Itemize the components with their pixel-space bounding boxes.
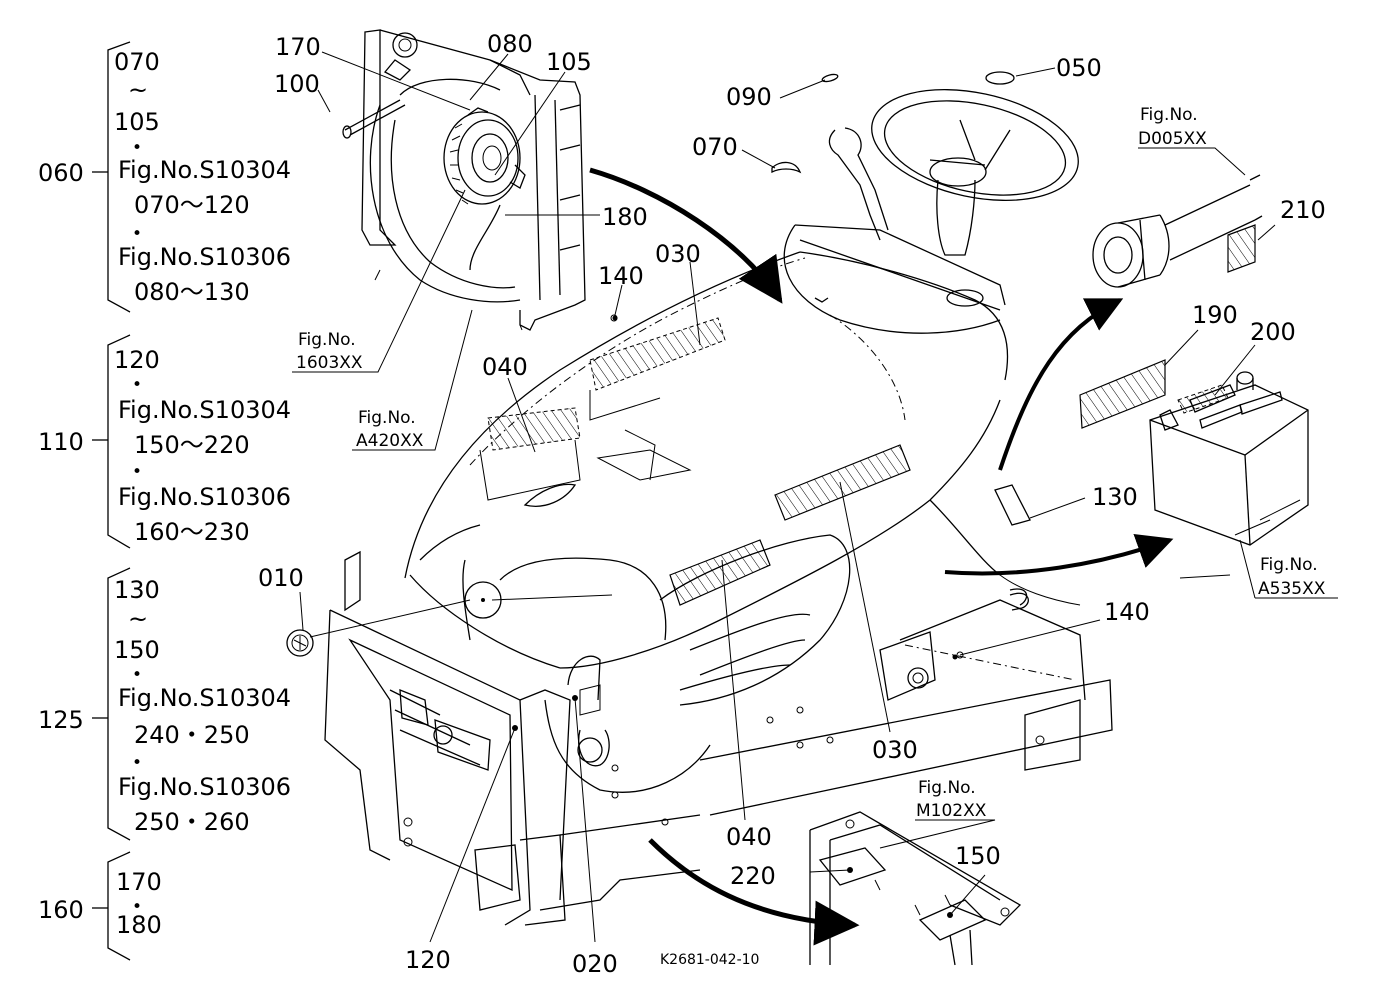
fig-ref-number: A535XX <box>1258 579 1326 599</box>
group-ref: 110 <box>38 428 84 456</box>
callout-105: 105 <box>546 48 592 76</box>
group-ref: 125 <box>38 706 84 734</box>
group-line: • <box>132 138 142 158</box>
part-050-drawing <box>985 71 1015 85</box>
callout-040: 040 <box>482 353 528 381</box>
group-line: 130 <box>114 576 160 604</box>
group-line: 120 <box>114 346 160 374</box>
callout-050: 050 <box>1056 54 1102 82</box>
group-line: Fig.No.S10306 <box>118 483 291 511</box>
callout-140b: 140 <box>1104 598 1150 626</box>
callout-220: 220 <box>730 862 776 890</box>
callout-070: 070 <box>692 133 738 161</box>
callout-150: 150 <box>955 842 1001 870</box>
group-line: 180 <box>116 911 162 939</box>
group-ref: 160 <box>38 896 84 924</box>
group-line: 080～130 <box>134 278 250 306</box>
callout-200: 200 <box>1250 318 1296 346</box>
radiator-shroud-drawing <box>342 29 586 331</box>
assembly-arrow <box>998 298 1124 471</box>
fig-ref-label: Fig.No. <box>1260 555 1318 575</box>
battery-drawing <box>1079 359 1309 546</box>
group-line: • <box>132 375 142 395</box>
callout-190: 190 <box>1192 301 1238 329</box>
steering-assembly-drawing <box>783 88 1079 334</box>
pto-coupler-drawing <box>1092 174 1263 288</box>
group-line: 160～230 <box>134 518 250 546</box>
front-frame-drawing <box>324 550 701 926</box>
fig-ref-label: Fig.No. <box>358 408 416 428</box>
group-line: ~ <box>128 76 148 104</box>
group-line: • <box>132 897 142 917</box>
group-line: • <box>132 462 142 482</box>
fig-ref-number: 1603XX <box>296 353 363 373</box>
group-line: • <box>132 753 142 773</box>
group-line: Fig.No.S10304 <box>118 684 291 712</box>
hood-bonnet-drawing <box>404 251 1081 793</box>
callout-labels: 170 080 105 100 180 090 050 070 140 030 … <box>258 30 1326 978</box>
group-line: ~ <box>128 605 148 633</box>
group-line: • <box>132 224 142 244</box>
callout-090: 090 <box>726 83 772 111</box>
part-090-drawing <box>821 73 839 83</box>
figure-reference-leaders <box>292 147 1338 849</box>
group-line: 070 <box>114 48 160 76</box>
group-line: • <box>132 665 142 685</box>
callout-130: 130 <box>1092 483 1138 511</box>
callout-080: 080 <box>487 30 533 58</box>
fig-ref-label: Fig.No. <box>298 330 356 350</box>
group-line: 150 <box>114 636 160 664</box>
emblem-010-drawing <box>286 629 314 657</box>
group-line: Fig.No.S10306 <box>118 243 291 271</box>
chassis-frame-drawing <box>611 588 1113 826</box>
group-line: 240・250 <box>134 721 250 749</box>
part-140-drawing <box>1009 592 1029 611</box>
callout-140: 140 <box>598 262 644 290</box>
side-group-060: 060 070 ~ 105 • Fig.No.S10304 070～120 • … <box>38 41 291 313</box>
group-line: 150～220 <box>134 431 250 459</box>
fig-ref-label: Fig.No. <box>918 778 976 798</box>
drawing-code: K2681-042-10 <box>660 952 759 968</box>
callout-100: 100 <box>274 70 320 98</box>
callout-030: 030 <box>655 240 701 268</box>
figure-references: Fig.No. 1603XX Fig.No. A420XX Fig.No. D0… <box>296 105 1326 821</box>
callout-180: 180 <box>602 203 648 231</box>
part-070-drawing <box>771 161 802 174</box>
assembly-arrow <box>648 838 860 946</box>
lower-bracket-drawing <box>809 811 1022 966</box>
side-group-125: 125 130 ~ 150 • Fig.No.S10304 240・250 • … <box>38 567 291 841</box>
side-group-160: 160 170 • 180 <box>38 851 162 961</box>
group-line: 105 <box>114 108 160 136</box>
group-line: Fig.No.S10304 <box>118 396 291 424</box>
group-line: Fig.No.S10306 <box>118 773 291 801</box>
callout-170: 170 <box>275 33 321 61</box>
fig-ref-number: M102XX <box>916 801 987 821</box>
group-line: 070～120 <box>134 191 250 219</box>
group-ref: 060 <box>38 159 84 187</box>
leader-lines <box>299 51 1276 943</box>
callout-020: 020 <box>572 950 618 978</box>
group-line: 170 <box>116 868 162 896</box>
group-line: Fig.No.S10304 <box>118 156 291 184</box>
callout-040b: 040 <box>726 823 772 851</box>
fig-ref-number: D005XX <box>1138 129 1207 149</box>
leader-dots <box>481 315 958 918</box>
callout-210: 210 <box>1280 196 1326 224</box>
callout-010: 010 <box>258 564 304 592</box>
assembly-arrow <box>589 167 783 304</box>
side-group-110: 110 120 • Fig.No.S10304 150～220 • Fig.No… <box>38 334 291 549</box>
assembly-arrow <box>944 533 1174 576</box>
callout-120: 120 <box>405 946 451 974</box>
callout-030b: 030 <box>872 736 918 764</box>
group-line: 250・260 <box>134 808 250 836</box>
plate-130-drawing <box>994 484 1031 526</box>
fig-ref-number: A420XX <box>356 431 424 451</box>
fig-ref-label: Fig.No. <box>1140 105 1198 125</box>
